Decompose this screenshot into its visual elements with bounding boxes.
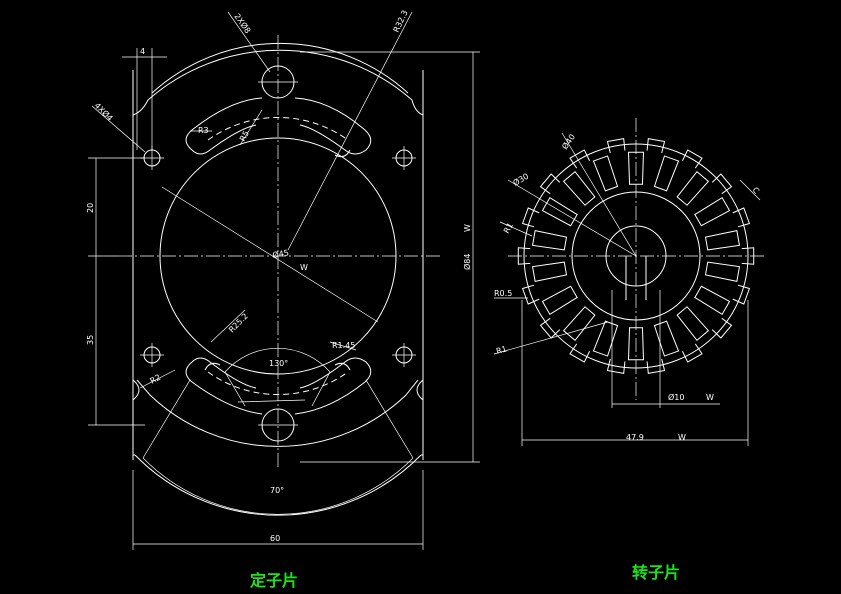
- stator-slot-top: [185, 97, 372, 155]
- rotor-title: 转子片: [632, 563, 680, 582]
- stator-notch-top-right: [411, 99, 424, 116]
- rotor-slot: [704, 261, 741, 282]
- rotor-slot: [628, 151, 644, 185]
- stator-notch-right: [416, 379, 424, 401]
- rotor-outer-tab: [521, 207, 540, 228]
- dim-r3: R3: [198, 126, 209, 135]
- dim-rotor-r05: R0.5: [494, 289, 512, 298]
- dim-slot-end-radius: R1.45: [332, 341, 355, 350]
- stator-tol-mark-2: W: [463, 224, 472, 232]
- rotor-slot: [653, 320, 680, 357]
- rotor-slot: [531, 230, 568, 251]
- stator-bore-notch: [334, 362, 351, 371]
- rotor-slot-bottom-circle: [571, 191, 701, 321]
- dim-bore: Ø45: [272, 247, 290, 260]
- rotor-slot: [592, 320, 619, 357]
- dim-rotor-r1b: R1: [495, 344, 508, 355]
- stator-outer-arc-top: [147, 49, 413, 101]
- dim-rotor-outer-dia: 47.9: [626, 433, 644, 442]
- dim-slot-arc-radius: R25.2: [227, 312, 250, 335]
- rotor-dimension-texts: 47.9 Ø10 Ø40 Ø30 R1 R0.5 R1 C W W: [494, 132, 761, 442]
- rotor-outer-tab: [606, 358, 626, 374]
- rotor-slot: [562, 171, 596, 206]
- stator-notch-left: [132, 379, 140, 401]
- dim-r2: R2: [149, 373, 163, 386]
- rotor-outer-tab: [682, 149, 703, 169]
- dim-hole-spacing-top: 20: [86, 203, 95, 213]
- rotor-slot: [592, 155, 619, 192]
- rotor-outer-tab: [569, 343, 590, 363]
- rotor-slot: [541, 196, 578, 227]
- dim-rotor-shaft: Ø10: [668, 392, 684, 402]
- rotor-slot: [628, 327, 644, 361]
- rotor-outer: [523, 143, 749, 369]
- rotor-outer-tab: [741, 247, 755, 265]
- dim-holes-4x: 4XØ4: [93, 100, 116, 123]
- rotor-outer-tab: [682, 343, 703, 363]
- stator-outer-arc-bottom: [134, 454, 422, 516]
- rotor-outer-tab: [517, 247, 531, 265]
- stator-dimension-texts: 60 Ø84 20 35 4 Ø45 R32.3 R25.2 R1.45 R3 …: [86, 9, 472, 543]
- rotor-slot: [694, 196, 731, 227]
- stator-angle-arc-130: [224, 347, 331, 373]
- rotor-slot: [704, 230, 741, 251]
- rotor-slot: [562, 306, 596, 341]
- rotor-outer-tab: [711, 317, 733, 339]
- rotor-outer-tab: [732, 207, 751, 228]
- rotor-outer-tab: [711, 173, 733, 195]
- rotor-outer-tab: [646, 358, 666, 374]
- rotor-tol-mark-2: W: [706, 393, 714, 402]
- rotor-outer-tab: [569, 149, 590, 169]
- rotor-slots: [517, 138, 755, 374]
- rotor-dimension-lines: [493, 132, 761, 446]
- stator-bore-notch: [204, 362, 221, 371]
- rotor-outer-tab: [606, 138, 626, 154]
- rotor-slot: [676, 306, 710, 341]
- rotor-slot: [531, 261, 568, 282]
- rotor-outer-tab: [646, 138, 666, 154]
- stator-bore: [159, 137, 397, 375]
- stator-notch-top-left: [132, 99, 149, 116]
- stator-tol-mark: W: [300, 263, 308, 272]
- rotor-slot: [676, 171, 710, 206]
- dim-slot-width: 4: [140, 47, 145, 56]
- stator-dimension-lines: [88, 11, 480, 550]
- stator-title: 定子片: [249, 571, 298, 590]
- rotor-shaft-circle: [605, 225, 667, 287]
- dim-angle-70: 70°: [270, 486, 284, 495]
- stator-slot-bottom: [185, 357, 372, 415]
- rotor-outer-tab: [521, 284, 540, 305]
- dim-rotor-c: C: [750, 186, 761, 196]
- rotor-slot: [541, 285, 578, 316]
- rotor-outer-tab: [732, 284, 751, 305]
- stator-slot-arc-bottom: [207, 371, 349, 395]
- stator-slot-arc-top: [207, 117, 349, 141]
- dim-stator-height: Ø84: [462, 254, 472, 270]
- stator-outline: [132, 42, 424, 460]
- rotor-outer-tab: [539, 173, 561, 195]
- stator-bore-notch: [334, 149, 351, 158]
- dim-stator-width: 60: [270, 534, 280, 543]
- rotor-slot: [653, 155, 680, 192]
- rotor-tol-mark: W: [678, 433, 686, 442]
- dim-hole-spacing-bottom: 35: [86, 335, 95, 345]
- dim-rotor-slot-inner: Ø30: [511, 171, 530, 188]
- rotor-slot: [694, 285, 731, 316]
- rotor-keyway: [625, 256, 647, 300]
- stator-drawing: [88, 11, 480, 550]
- rotor-drawing: [493, 118, 765, 446]
- stator-angle-arc-70: [142, 457, 414, 515]
- dim-angle-130: 130°: [269, 359, 288, 368]
- rotor-outer-tab: [539, 317, 561, 339]
- dim-rotor-slot-outer: Ø40: [559, 132, 577, 151]
